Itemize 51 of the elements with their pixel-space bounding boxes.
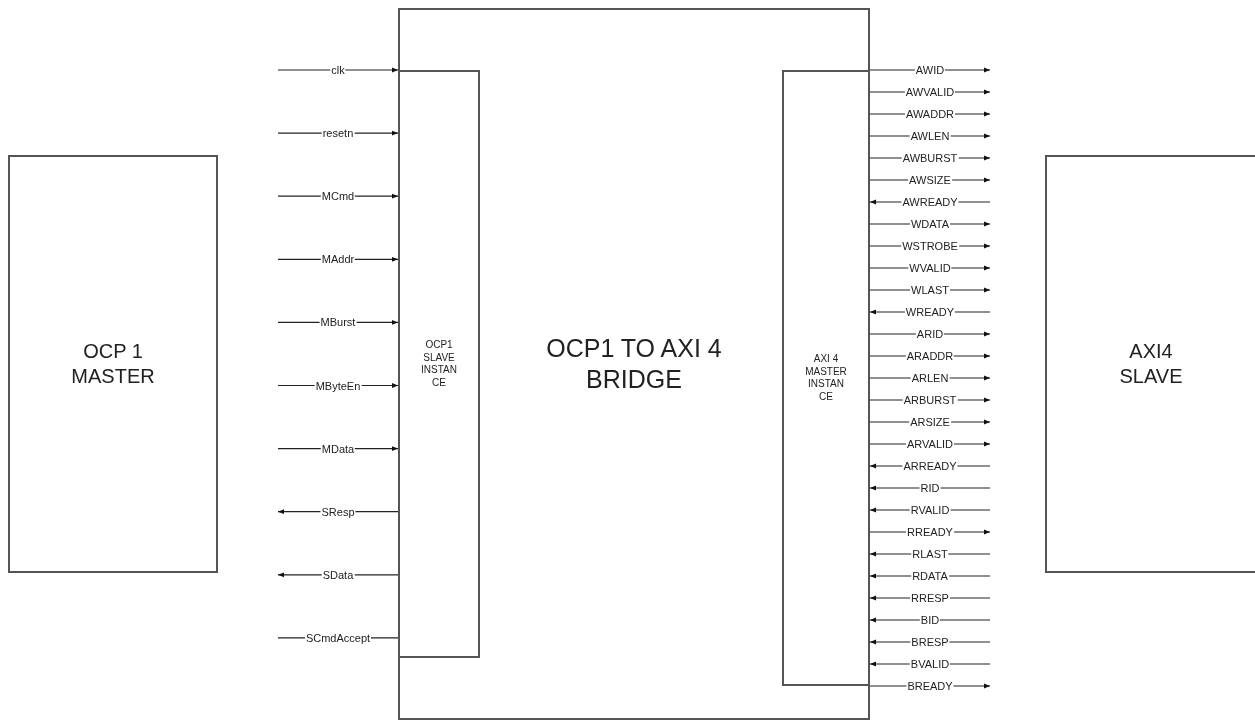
block-label: AXI4 SLAVE — [1118, 339, 1184, 389]
edge-label: WVALID — [908, 262, 952, 274]
edge-label: SResp — [320, 506, 356, 518]
edge-label: AWVALID — [904, 86, 956, 98]
edge-label: ARVALID — [905, 438, 955, 450]
edge-label: ARBURST — [902, 394, 958, 406]
edge-label: RID — [919, 482, 941, 494]
edge-label: ARID — [915, 328, 945, 340]
edge-label: ARREADY — [902, 460, 958, 472]
block-label: AXI 4 MASTER INSTAN CE — [804, 353, 848, 403]
edge-label: WSTROBE — [901, 240, 959, 252]
signal-arrow — [277, 67, 399, 73]
edge-label: RRESP — [910, 592, 950, 604]
edge-label: ARADDR — [905, 350, 955, 362]
block-label: OCP1 SLAVE INSTAN CE — [420, 339, 458, 389]
edge-label: WLAST — [910, 284, 950, 296]
edge-label: clk — [330, 64, 346, 76]
edge-label: resetn — [321, 127, 355, 139]
edge-label: AWADDR — [904, 108, 956, 120]
block-box — [1045, 155, 1255, 573]
edge-label: ARSIZE — [909, 416, 951, 428]
edge-label: AWID — [914, 64, 946, 76]
edge-label: RDATA — [911, 570, 949, 582]
edge-label: BID — [919, 614, 941, 626]
edge-label: BREADY — [906, 680, 954, 692]
block-box — [398, 70, 480, 658]
edge-label: AWREADY — [901, 196, 959, 208]
edge-label: AWBURST — [901, 152, 959, 164]
edge-label: RLAST — [911, 548, 949, 560]
edge-label: RVALID — [909, 504, 951, 516]
edge-label: SData — [321, 569, 355, 581]
block-label: OCP1 TO AXI 4 BRIDGE — [545, 332, 723, 395]
edge-label: SCmdAccept — [304, 632, 372, 644]
edge-label: WREADY — [904, 306, 956, 318]
edge-label: MData — [320, 443, 356, 455]
signal-arrow — [869, 617, 991, 623]
edge-label: AWLEN — [909, 130, 951, 142]
edge-label: MAddr — [320, 253, 356, 265]
edge-label: ARLEN — [910, 372, 950, 384]
edge-label: MBurst — [319, 316, 357, 328]
block-box — [398, 8, 870, 720]
edge-label: MByteEn — [314, 380, 362, 391]
block-box — [8, 155, 218, 573]
block-label: OCP 1 MASTER — [70, 339, 156, 389]
edge-label: BVALID — [909, 658, 951, 670]
edge-label: AWSIZE — [908, 174, 952, 186]
edge-label: BRESP — [910, 636, 950, 648]
block-box — [782, 70, 870, 686]
edge-label: MCmd — [320, 190, 356, 202]
edge-label: RREADY — [906, 526, 954, 538]
edge-label: WDATA — [909, 218, 951, 230]
